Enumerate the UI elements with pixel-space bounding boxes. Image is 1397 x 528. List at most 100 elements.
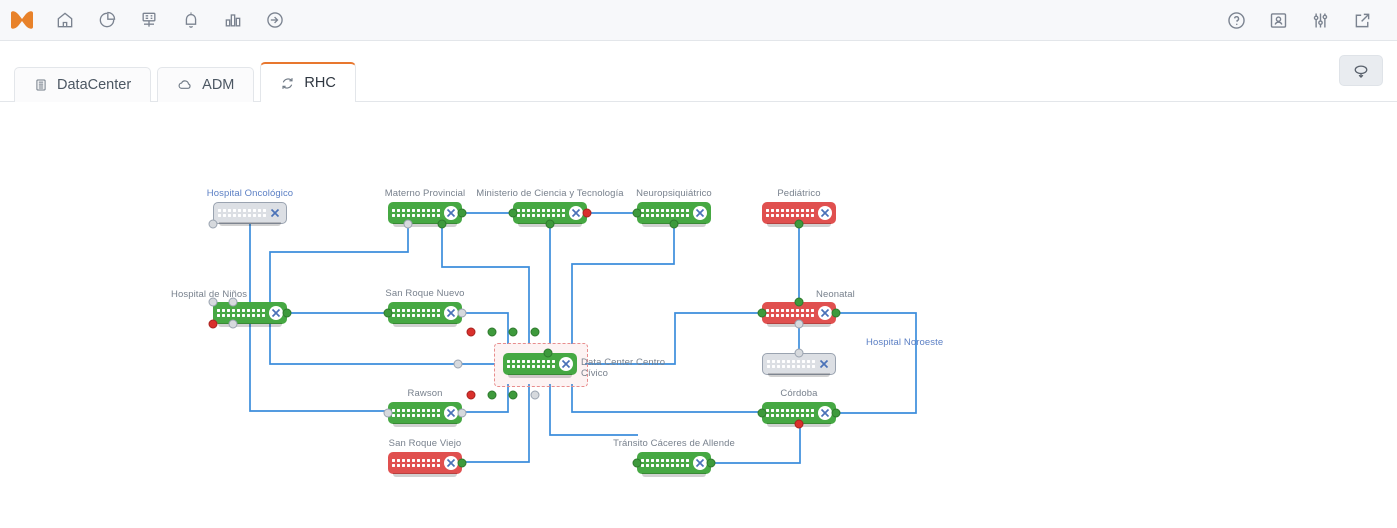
- switch-x-icon: [693, 456, 707, 470]
- node-neonatal[interactable]: Neonatal: [757, 289, 855, 329]
- switch-x-icon: [693, 206, 707, 220]
- port[interactable]: [757, 308, 767, 318]
- led-array: [767, 359, 816, 369]
- port[interactable]: [228, 319, 238, 329]
- node-neuro[interactable]: Neuropsiquiátrico: [632, 188, 712, 229]
- port[interactable]: [208, 297, 218, 307]
- port[interactable]: [669, 219, 679, 229]
- bar-chart-icon[interactable]: [212, 0, 254, 41]
- port[interactable]: [466, 390, 476, 400]
- led-array: [517, 208, 566, 218]
- port[interactable]: [383, 308, 393, 318]
- topology-links: [249, 212, 917, 464]
- port[interactable]: [831, 308, 841, 318]
- port[interactable]: [794, 348, 804, 358]
- port[interactable]: [457, 408, 467, 418]
- topology-canvas[interactable]: Hospital Oncológico Materno Provincial: [0, 102, 1397, 528]
- port[interactable]: [794, 419, 804, 429]
- network-node-icon[interactable]: [128, 0, 170, 41]
- port[interactable]: [632, 458, 642, 468]
- led-array: [218, 208, 267, 218]
- port[interactable]: [530, 390, 540, 400]
- port[interactable]: [437, 219, 447, 229]
- rotate-view-icon[interactable]: [1339, 55, 1383, 86]
- node-materno[interactable]: Materno Provincial: [385, 188, 467, 229]
- link-neuro-datacenter: [571, 224, 675, 344]
- switch-x-icon: [817, 357, 831, 371]
- port[interactable]: [282, 308, 292, 318]
- node-ministerio[interactable]: Ministerio de Ciencia y Tecnología: [476, 188, 624, 229]
- link-transito-cordoba: [711, 424, 801, 464]
- link-ninos-datacenter: [269, 324, 495, 365]
- tab-datacenter[interactable]: DataCenter: [14, 67, 152, 102]
- port[interactable]: [453, 359, 463, 369]
- sliders-icon[interactable]: [1299, 0, 1341, 41]
- navbar-left-group: [0, 0, 296, 41]
- node-rawson[interactable]: Rawson: [383, 388, 467, 427]
- node-sanroqueviejo-chassis[interactable]: [388, 452, 462, 477]
- port[interactable]: [582, 208, 592, 218]
- port[interactable]: [487, 327, 497, 337]
- bell-icon[interactable]: [170, 0, 212, 41]
- link-ninos-rawson: [249, 324, 388, 412]
- port[interactable]: [508, 390, 518, 400]
- node-sanroquenuevo[interactable]: San Roque Nuevo: [383, 288, 467, 327]
- port[interactable]: [508, 327, 518, 337]
- node-transito-chassis[interactable]: [637, 452, 711, 477]
- port[interactable]: [466, 327, 476, 337]
- node-materno-chassis[interactable]: [388, 202, 462, 227]
- pie-chart-icon[interactable]: [86, 0, 128, 41]
- link-datacenter-neonatal: [585, 312, 762, 365]
- port[interactable]: [706, 458, 716, 468]
- port[interactable]: [457, 208, 467, 218]
- port[interactable]: [794, 297, 804, 307]
- tab-rhc[interactable]: RHC: [260, 62, 356, 103]
- port[interactable]: [457, 308, 467, 318]
- port[interactable]: [543, 348, 553, 358]
- tab-list: DataCenter ADM: [14, 62, 362, 103]
- help-icon[interactable]: [1215, 0, 1257, 41]
- node-sanroqueviejo[interactable]: San Roque Viejo: [388, 438, 467, 477]
- port[interactable]: [632, 208, 642, 218]
- node-oncologico-chassis[interactable]: [213, 202, 287, 226]
- switch-x-icon: [559, 357, 573, 371]
- switch-x-icon: [444, 306, 458, 320]
- tab-adm[interactable]: ADM: [157, 67, 255, 102]
- port[interactable]: [457, 458, 467, 468]
- node-datacenter[interactable]: Data Center Centro Cívico: [453, 327, 665, 400]
- port[interactable]: [831, 408, 841, 418]
- external-link-icon[interactable]: [1341, 0, 1383, 41]
- port[interactable]: [403, 219, 413, 229]
- led-array: [392, 208, 441, 218]
- login-arrow-icon[interactable]: [254, 0, 296, 41]
- port[interactable]: [530, 327, 540, 337]
- user-card-icon[interactable]: [1257, 0, 1299, 41]
- node-datacenter-chassis[interactable]: [503, 353, 577, 378]
- port[interactable]: [757, 408, 767, 418]
- port[interactable]: [228, 297, 238, 307]
- port[interactable]: [545, 219, 555, 229]
- port[interactable]: [794, 319, 804, 329]
- port[interactable]: [487, 390, 497, 400]
- node-pediatrico[interactable]: Pediátrico: [762, 188, 836, 229]
- port[interactable]: [794, 219, 804, 229]
- led-array: [392, 308, 441, 318]
- node-sanroquenuevo-chassis[interactable]: [388, 302, 462, 327]
- node-rawson-chassis[interactable]: [388, 402, 462, 427]
- port[interactable]: [508, 208, 518, 218]
- refresh-icon: [280, 76, 295, 91]
- port[interactable]: [208, 219, 218, 229]
- node-noroeste[interactable]: Hospital Noroeste: [762, 337, 943, 377]
- navbar-right-group: [1215, 0, 1383, 41]
- node-cordoba[interactable]: Córdoba: [757, 388, 841, 429]
- node-transito[interactable]: Tránsito Cáceres de Allende: [613, 438, 735, 477]
- node-ninos[interactable]: Hospital de Niños: [171, 289, 292, 329]
- tab-bar: DataCenter ADM: [0, 41, 1397, 103]
- port[interactable]: [208, 319, 218, 329]
- node-ninos-chassis[interactable]: [213, 302, 287, 327]
- port[interactable]: [383, 408, 393, 418]
- home-icon[interactable]: [44, 0, 86, 41]
- node-oncologico[interactable]: Hospital Oncológico: [207, 188, 293, 229]
- server-icon: [34, 78, 48, 92]
- butterfly-logo[interactable]: [0, 0, 44, 41]
